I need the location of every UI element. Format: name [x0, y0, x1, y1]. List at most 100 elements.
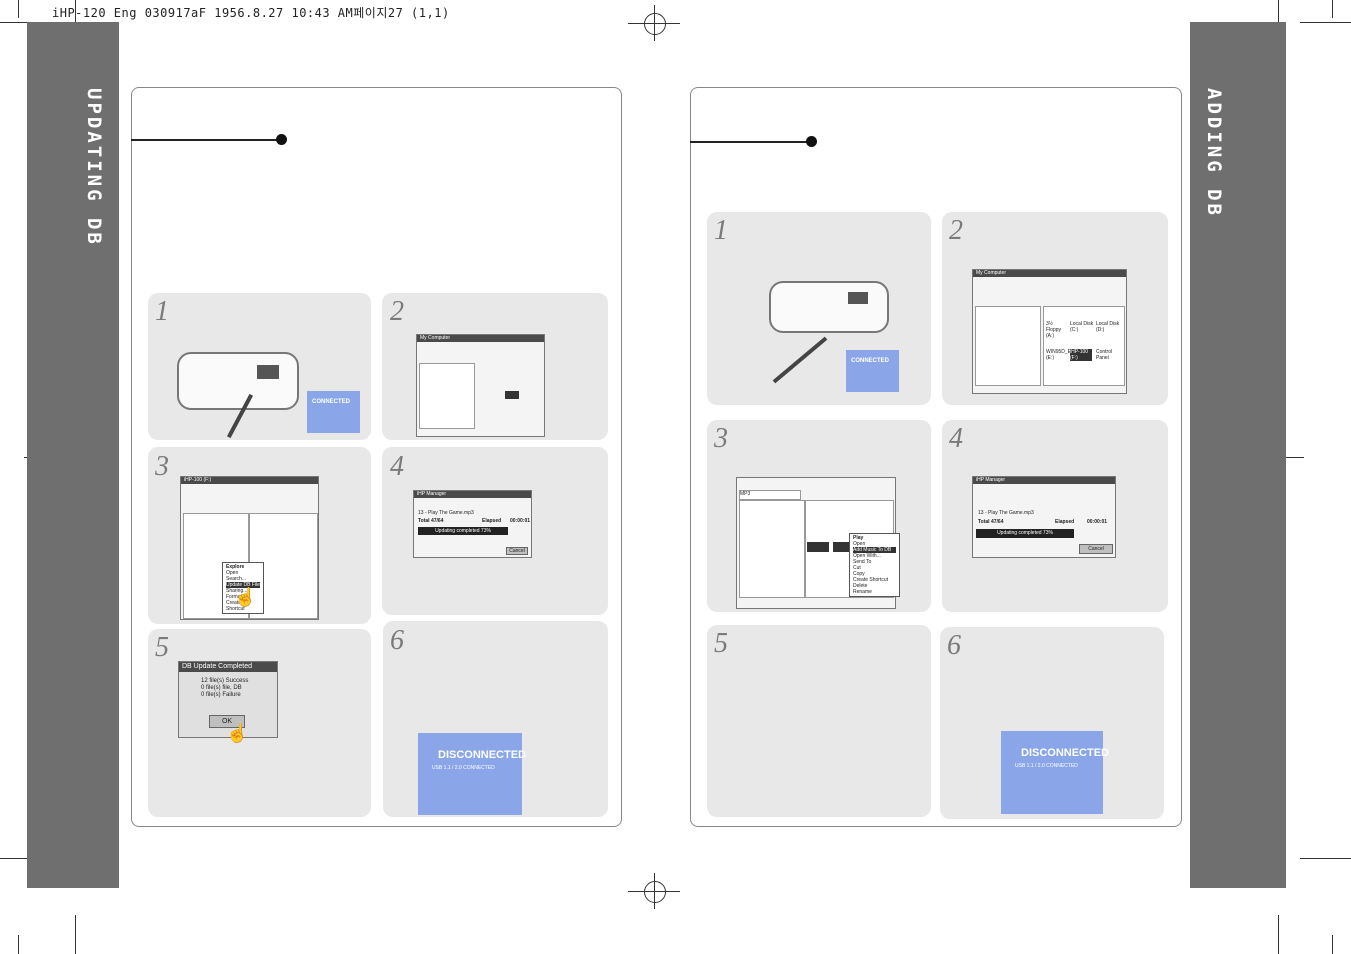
step-number: 6 [390, 625, 404, 656]
elapsed-label: Elapsed [1055, 519, 1075, 525]
step-number: 2 [949, 215, 963, 246]
crop-mark [1300, 858, 1351, 859]
usb-disconnected-label: DISCONNECTED [1021, 747, 1110, 759]
crop-mark [1300, 22, 1351, 23]
menu-item[interactable]: Play [853, 535, 864, 541]
drive-item[interactable]: Local Disk (D:) [1096, 321, 1120, 333]
hand-cursor-icon: ☝ [226, 723, 249, 743]
failure-line: 0 file(s) Failure [201, 692, 241, 698]
drive-item[interactable]: Control Panel [1096, 349, 1113, 361]
device-connector-icon [177, 352, 299, 410]
window-title: iHP Manager [973, 477, 1115, 484]
menu-item[interactable]: Sharing... [226, 588, 248, 594]
usb-connected-icon: CONNECTED [307, 391, 360, 433]
my-computer-window: My Computer 3½ Floppy (A:) Local Disk (C… [972, 269, 1127, 394]
usb-connected-label: CONNECTED [312, 399, 351, 405]
step-number: 5 [714, 628, 728, 659]
menu-item[interactable]: Update DB File [226, 582, 260, 588]
total-count: Total 47/64 [978, 519, 1004, 525]
step-number: 5 [155, 632, 169, 663]
crop-mark [75, 0, 76, 40]
drive-item[interactable]: WIN95D_EN (E:) [1046, 349, 1075, 361]
menu-item[interactable]: Create Shortcut [853, 577, 889, 583]
menu-item[interactable]: Explore [226, 564, 245, 570]
device-connector-icon [769, 281, 889, 333]
drive-item-selected[interactable]: iHP-100 (F:) [1070, 349, 1092, 361]
usb-disconnected-icon: DISCONNECTED USB 1.1 / 2.0 CONNECTED [1001, 731, 1110, 814]
menu-item[interactable]: Create Shortcut [226, 600, 245, 612]
drive-item[interactable]: 3½ Floppy (A:) [1046, 321, 1062, 339]
menu-item[interactable]: Copy [853, 571, 865, 577]
menu-item[interactable]: Rename [853, 589, 872, 595]
dialog-title: DB Update Completed [179, 662, 277, 672]
usb-port [848, 292, 868, 304]
crosshair-mark-icon [644, 881, 666, 903]
usb-connected-sub-label: USB 1.1 / 2.0 CONNECTED [1015, 763, 1078, 769]
window-title: iHP Manager [414, 491, 531, 498]
crop-mark [1278, 915, 1279, 954]
step-number: 4 [390, 451, 404, 482]
menu-item[interactable]: Delete [853, 583, 868, 589]
menu-item[interactable]: Open [226, 570, 239, 576]
cancel-button[interactable]: Cancel [506, 547, 528, 555]
section-bullet [806, 136, 817, 147]
db-line: 0 file(s) file, DB [201, 685, 242, 691]
progress-bar: Updating completed 73% [976, 529, 1074, 538]
ihp-manager-window: iHP Manager 13 - Play The Game.mp3 Total… [413, 490, 532, 558]
crop-mark [1332, 935, 1333, 954]
right-side-title: ADDING DB [1203, 88, 1225, 218]
crop-mark [628, 891, 680, 892]
cancel-button[interactable]: Cancel [1079, 544, 1113, 554]
elapsed-time: 00:00:01 [1087, 519, 1108, 525]
menu-item[interactable]: Add Music To DB [853, 547, 896, 553]
usb-disconnected-icon: DISCONNECTED USB 1.1 / 2.0 CONNECTED [418, 733, 527, 815]
left-side-title: UPDATING DB [83, 88, 105, 247]
menu-item[interactable]: Format... [226, 594, 247, 600]
section-rule [690, 141, 812, 143]
context-menu[interactable]: Explore Open Search... Update DB File Sh… [222, 562, 264, 614]
step-number: 1 [155, 296, 169, 327]
track-name: 13 - Play The Game.mp3 [418, 510, 474, 516]
window-title: My Computer [417, 335, 544, 342]
db-update-dialog: DB Update Completed 12 file(s) Success 0… [178, 661, 278, 738]
crop-mark [628, 23, 680, 24]
crop-mark [18, 0, 19, 18]
step-card-5 [707, 625, 931, 817]
address-field[interactable]: MP3 [739, 490, 801, 500]
left-sidebar [27, 22, 119, 888]
section-rule [131, 139, 281, 141]
menu-item[interactable]: Send To [853, 559, 872, 565]
hand-cursor-icon: ☝ [234, 587, 257, 607]
window-title: My Computer [973, 270, 1126, 277]
crosshair-mark-icon [644, 13, 666, 35]
usb-connected-sub-label: USB 1.1 / 2.0 CONNECTED [432, 765, 495, 771]
context-menu[interactable]: Play Open Add Music To DB Open With... S… [849, 533, 900, 597]
crop-mark [1332, 0, 1333, 18]
menu-item[interactable]: Search... [226, 576, 247, 582]
progress-bar: Updating completed 73% [418, 527, 508, 535]
elapsed-time: 00:00:01 [510, 518, 531, 524]
usb-port [257, 365, 279, 379]
right-sidebar [1190, 22, 1286, 888]
menu-item[interactable]: Open With... [853, 553, 881, 559]
step-number: 4 [949, 423, 963, 454]
step-number: 2 [390, 296, 404, 327]
step-number: 3 [714, 423, 728, 454]
menu-item[interactable]: Cut [853, 565, 861, 571]
crop-mark [75, 915, 76, 954]
total-count: Total 47/64 [418, 518, 444, 524]
crop-mark [1278, 0, 1279, 40]
crop-mark [0, 22, 45, 23]
drive-item[interactable]: Local Disk (C:) [1070, 321, 1094, 333]
crop-mark [0, 858, 40, 859]
usb-connected-label: CONNECTED [851, 358, 890, 364]
usb-connected-icon: CONNECTED [846, 350, 899, 392]
menu-item[interactable]: Open [853, 541, 866, 547]
usb-disconnected-label: DISCONNECTED [438, 749, 527, 761]
track-name: 13 - Play The Game.mp3 [978, 510, 1034, 516]
elapsed-label: Elapsed [482, 518, 502, 524]
ihp-manager-window: iHP Manager 13 - Play The Game.mp3 Total… [972, 476, 1116, 558]
crop-mark [18, 935, 19, 954]
ok-button[interactable]: OK [209, 715, 245, 728]
window-title: iHP-100 (F:) [181, 477, 318, 484]
